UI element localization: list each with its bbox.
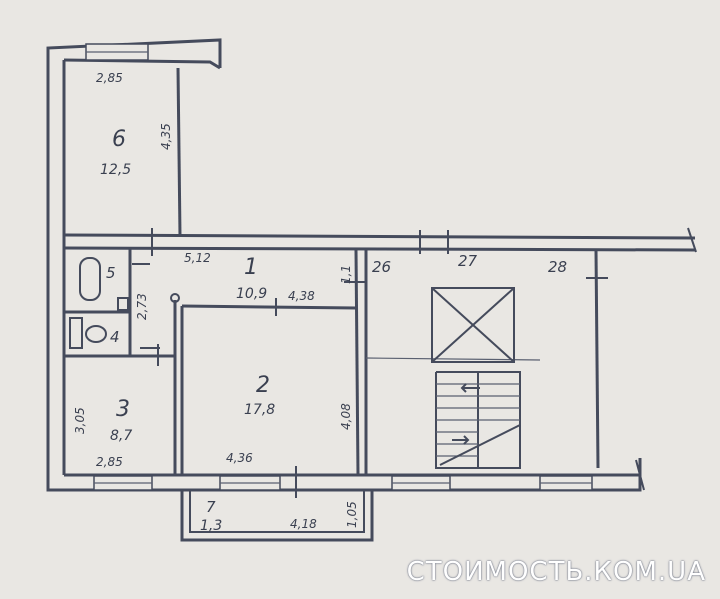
sink-icon [118,298,128,310]
room-7-number: 7 [206,498,216,516]
room-6-area: 12,5 [100,162,131,178]
room-2-number: 2 [256,373,270,398]
room-2-area: 17,8 [244,402,275,418]
room-3-number: 3 [116,397,130,422]
dim-corridor-short: 4,38 [288,289,315,303]
interior-walls [64,68,598,475]
dim-room2-width: 4,36 [226,451,253,465]
room-6-number: 6 [112,127,126,152]
wall-corridor-top [64,235,695,238]
dim-room1-side: 1,1 [339,265,353,284]
room-4-number: 4 [110,328,120,346]
toilet-icon [86,326,106,342]
wall-top-inner [64,60,220,68]
watermark: СТОИМОСТЬ.КОМ.UA [407,557,706,587]
dim-balcony-length: 4,18 [290,517,317,531]
dim-room2-depth: 4,08 [339,403,353,430]
room-1-area: 10,9 [236,286,267,302]
bathtub-icon [80,258,100,300]
stair-label-28: 28 [548,258,567,276]
room-7-area: 1,3 [200,518,222,534]
room-1-number: 1 [244,255,258,280]
stair-label-27: 27 [458,252,478,270]
dim-room3-width: 2,85 [96,455,123,469]
room-3-area: 8,7 [110,428,132,444]
toilet-tank-icon [70,318,82,348]
dim-room3-depth: 3,05 [73,407,87,434]
dim-balcony-depth: 1,05 [345,501,359,528]
dim-room6-width: 2,85 [96,71,123,85]
wall-corridor-top-2 [64,248,695,250]
wall-room2-top [182,306,356,308]
dim-corridor-length: 5,12 [184,251,211,265]
dim-room6-depth: 4,35 [159,123,173,150]
wall-room2-right [356,250,358,475]
wall-break-mark [688,228,696,252]
room-labels: 6 12,5 1 10,9 2 17,8 3 8,7 5 4 7 1,3 [100,127,275,534]
staircase [432,288,520,468]
wall-room6-right [178,68,180,236]
room-5-number: 5 [106,264,116,282]
stair-labels: 26 27 28 [372,252,567,276]
stair-label-26: 26 [372,258,391,276]
wall-stair-right [596,250,598,468]
dim-bath-depth: 2,73 [135,293,149,320]
